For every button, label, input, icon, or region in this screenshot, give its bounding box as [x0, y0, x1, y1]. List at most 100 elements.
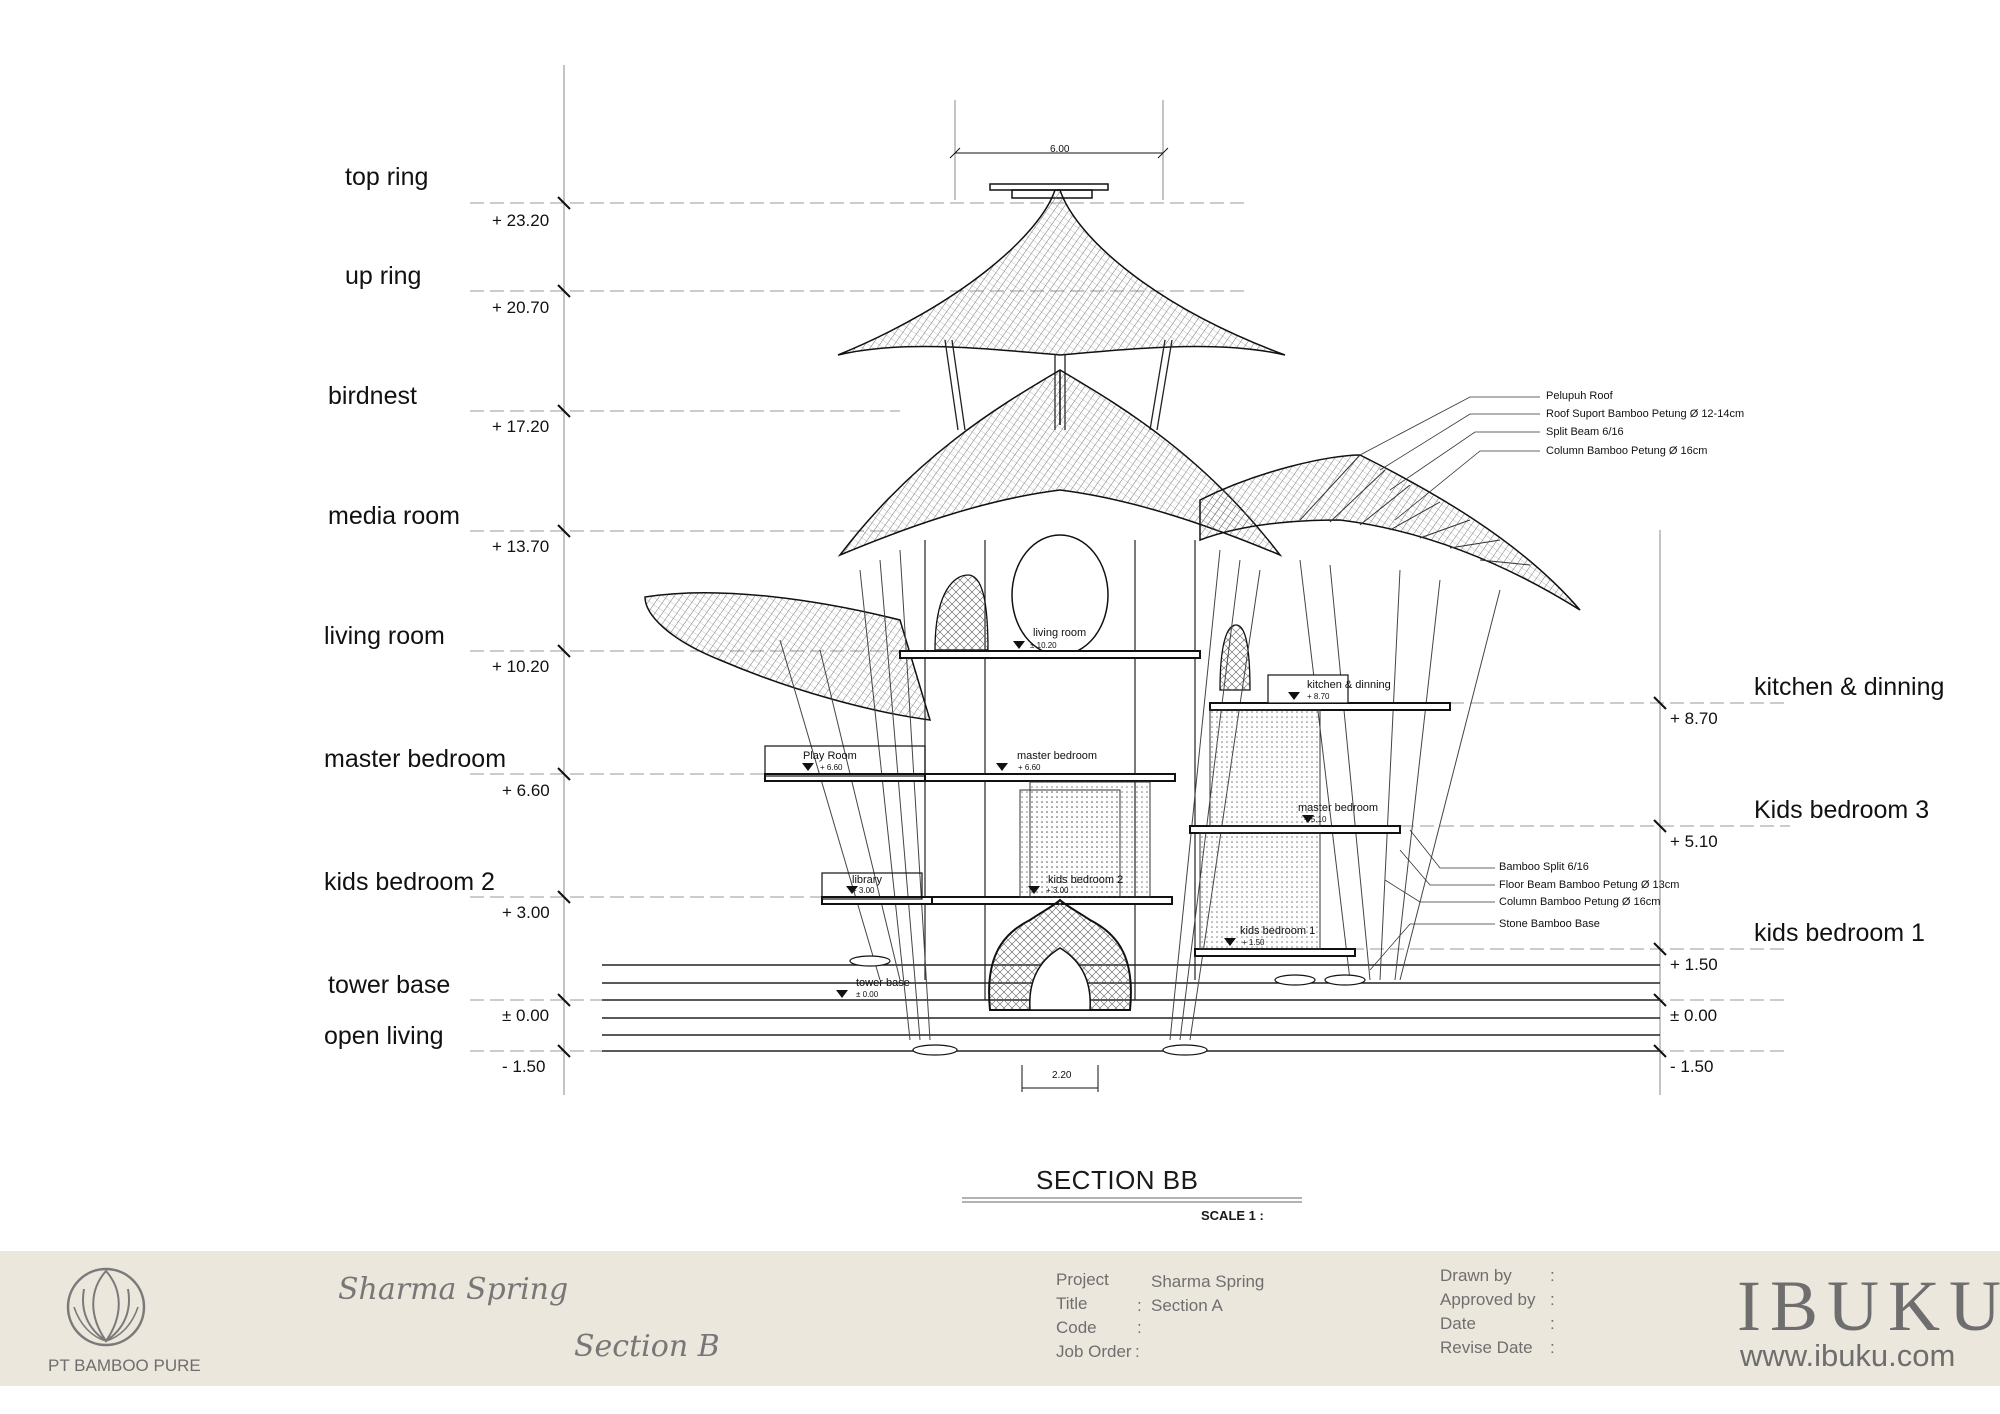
callout-bamboo-split: Bamboo Split 6/16 — [1499, 861, 1589, 873]
field-sep: : — [1137, 1296, 1142, 1315]
top-width-dimension: 6.00 — [1050, 144, 1070, 155]
level-value-birdnest: + 17.20 — [492, 417, 550, 436]
room-tag-name: master bedroom — [1298, 802, 1379, 814]
room-tag-level: + 6.60 — [1018, 763, 1041, 772]
approval-sep: : — [1550, 1266, 1555, 1285]
room-tag-level: + 3.00 — [1046, 886, 1069, 895]
title-underline — [962, 1197, 1302, 1203]
level-name-media-room: media room — [328, 502, 460, 530]
callout-split-beam: Split Beam 6/16 — [1546, 426, 1624, 438]
room-tag-name: living room — [1033, 627, 1087, 639]
callout-leaders-upper — [1359, 396, 1540, 521]
room-tag-level: ± 10.20 — [1030, 641, 1057, 650]
level-name-tower-base: tower base — [328, 971, 451, 999]
approval-label: Date — [1440, 1314, 1476, 1333]
kitchen-box — [1267, 674, 1349, 704]
left-pod — [934, 574, 989, 651]
callout-column-upper: Column Bamboo Petung Ø 16cm — [1546, 445, 1708, 457]
field-label: Title — [1056, 1294, 1088, 1313]
field-sep: : — [1135, 1342, 1140, 1361]
field-sep: : — [1104, 1270, 1109, 1289]
level-value-top-ring: + 23.20 — [492, 211, 550, 230]
callout-stone-base: Stone Bamboo Base — [1499, 918, 1600, 930]
level-value-kids-bedroom-1: + 1.50 — [1670, 955, 1718, 974]
birdnest-roof — [837, 369, 1283, 557]
right-pod — [1219, 624, 1251, 691]
callout-pelupuh-roof: Pelupuh Roof — [1546, 390, 1613, 402]
left-canopy — [644, 591, 932, 721]
kitchen-roof — [1199, 454, 1581, 611]
level-name-living-room: living room — [324, 622, 445, 650]
level-value-living-room: + 10.20 — [492, 657, 550, 676]
field-sep: : — [1137, 1318, 1142, 1337]
room-tag-name: Play Room — [803, 750, 857, 762]
callout-leaders-lower — [1369, 829, 1495, 971]
left-level-ticks — [557, 196, 571, 1058]
room-tag-name: kids bedroom 1 — [1240, 925, 1316, 937]
kids-bedroom-1-wall — [1199, 832, 1321, 950]
brand-logo: IBUKU — [1737, 1266, 2000, 1346]
level-value-open-living: - 1.50 — [502, 1057, 546, 1076]
approval-label: Revise Date — [1440, 1338, 1533, 1357]
right-level-lines — [1350, 702, 1790, 1052]
scale-label: SCALE 1 : — [1201, 1208, 1264, 1223]
base-width-dimension: 2.20 — [1052, 1070, 1072, 1081]
level-name-kids-bedroom-2: kids bedroom 2 — [324, 868, 495, 896]
level-value-up-ring: + 20.70 — [492, 298, 550, 317]
approval-sep: : — [1550, 1290, 1555, 1309]
kids-bedroom-3-wall — [1209, 709, 1321, 827]
level-value-kitchen-dinning: + 8.70 — [1670, 709, 1718, 728]
library-deck — [821, 872, 923, 900]
section-script: Section B — [574, 1329, 720, 1364]
level-value-kids-bedroom-2: + 3.00 — [502, 903, 550, 922]
section-title: SECTION BB — [1036, 1165, 1199, 1195]
bamboo-columns — [779, 549, 1501, 1041]
approval-label: Drawn by — [1440, 1266, 1512, 1285]
stone-bases — [849, 955, 1366, 1056]
level-name-kids-bedroom-3: Kids bedroom 3 — [1754, 796, 1930, 824]
bamboo-pure-logo-icon — [66, 1267, 146, 1347]
room-tag-name: master bedroom — [1017, 750, 1098, 762]
level-value-ground: ± 0.00 — [1670, 1006, 1718, 1025]
level-name-open-living: open living — [324, 1022, 444, 1050]
room-tag-level: + 1.50 — [1242, 938, 1265, 947]
field-label: Job Order — [1056, 1342, 1132, 1361]
kitchen-roof-rafters — [1299, 454, 1531, 566]
approval-sep: : — [1550, 1338, 1555, 1357]
level-name-top-ring: top ring — [345, 163, 429, 191]
room-tag-level: ± 0.00 — [856, 990, 879, 999]
room-tag-level: + 6.60 — [820, 763, 843, 772]
approval-sep: : — [1550, 1314, 1555, 1333]
top-ring — [989, 183, 1109, 199]
kids-bedroom-2-wall — [1019, 789, 1121, 898]
title-block: Sharma Spring Section B Project : Sharma… — [0, 1251, 2000, 1386]
room-tag-name: kitchen & dinning — [1307, 679, 1391, 691]
bottom-dimension — [1021, 1065, 1099, 1092]
field-label: Code — [1056, 1318, 1097, 1337]
room-tag-level: + 5.10 — [1304, 815, 1327, 824]
field-value: Sharma Spring — [1151, 1272, 1265, 1291]
room-tag-level: + 3.00 — [852, 886, 875, 895]
level-name-kitchen-dinning: kitchen & dinning — [1754, 673, 1945, 701]
level-name-birdnest: birdnest — [328, 382, 417, 410]
callout-column-lower: Column Bamboo Petung Ø 16cm — [1499, 896, 1661, 908]
callout-roof-support: Roof Suport Bamboo Petung Ø 12-14cm — [1546, 408, 1745, 420]
website-url: www.ibuku.com — [1740, 1338, 1956, 1373]
approval-label: Approved by — [1440, 1290, 1536, 1309]
level-markers — [802, 641, 1314, 998]
top-dimension — [949, 147, 1169, 159]
level-name-up-ring: up ring — [345, 262, 422, 290]
level-value-open-living-right: - 1.50 — [1670, 1057, 1714, 1076]
upper-roof — [837, 189, 1286, 356]
project-script: Sharma Spring — [338, 1272, 569, 1307]
level-value-media-room: + 13.70 — [492, 537, 550, 556]
room-tag-name: library — [852, 874, 882, 886]
company-name: PT BAMBOO PURE — [48, 1356, 201, 1375]
level-value-tower-base: ± 0.00 — [502, 1006, 550, 1025]
play-room-deck — [764, 745, 926, 777]
field-label: Project — [1056, 1270, 1109, 1289]
room-tag-level: + 8.70 — [1307, 692, 1330, 701]
room-tag-name: kids bedroom 2 — [1048, 874, 1124, 886]
